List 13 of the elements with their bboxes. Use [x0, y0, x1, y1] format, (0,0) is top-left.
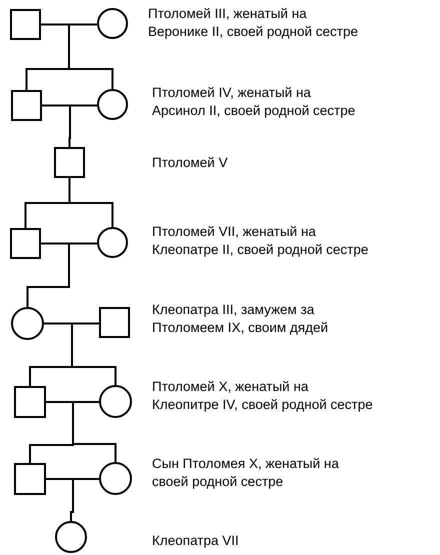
- person-caption: Птоломей VII, женатый на Клеопатре II, своей родной сестре: [152, 223, 368, 259]
- descent-line: [46, 401, 116, 462]
- descent-line: [42, 104, 71, 147]
- person-caption: Птоломей X, женатый на Клеопитре IV, своей родной сестре: [152, 378, 373, 414]
- person-caption: Сын Птоломея X, женатый на своей родной сестре: [152, 455, 339, 491]
- descent-line: [26, 242, 70, 307]
- person-caption: Птоломей III, женатый на Веронике II, своей родной сестре: [148, 5, 358, 41]
- descent-line: [46, 478, 74, 521]
- person-caption: Клеопатра III, замужем за Птоломеем IX, своим дядей: [152, 301, 328, 337]
- descent-line: [41, 24, 114, 89]
- person-caption: Птоломей V: [152, 154, 228, 172]
- person-caption: Птоломей IV, женатый на Арсинол II, своей родной сестре: [152, 84, 356, 120]
- person-caption: Клеопатра VII: [152, 532, 239, 550]
